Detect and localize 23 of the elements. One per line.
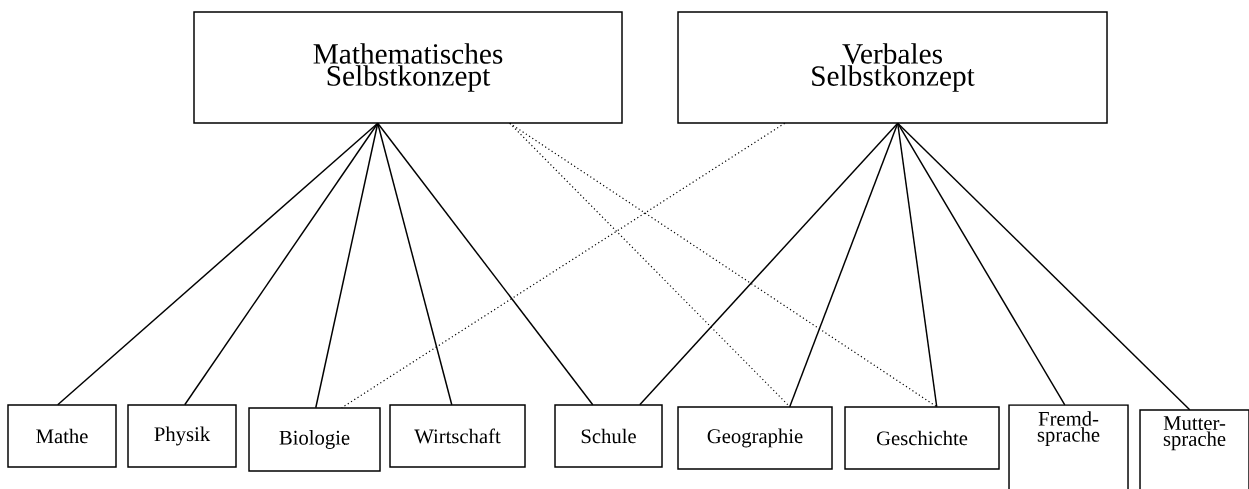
connector-line (377, 122, 453, 406)
connector-line (57, 122, 379, 406)
concept-box: Verbales Selbstkonzept (677, 11, 1108, 124)
subject-box: Wirtschaft (389, 404, 526, 468)
subject-box: Fremd- sprache (1008, 404, 1129, 489)
subject-box: Geschichte (844, 406, 1000, 470)
connector-line (789, 122, 899, 408)
connector-line (184, 122, 379, 406)
subject-box: Mathe (7, 404, 117, 468)
subject-box: Geographie (677, 406, 833, 470)
connector-line (639, 122, 899, 406)
concept-box: Mathematisches Selbstkonzept (193, 11, 623, 124)
subject-box: Schule (554, 404, 663, 468)
connector-line (341, 122, 786, 409)
connector-line (896, 122, 1191, 411)
connector-line (896, 122, 938, 408)
subject-box: Physik (127, 404, 237, 468)
subject-box: Mutter- sprache (1139, 409, 1249, 489)
connector-line (896, 122, 1066, 406)
subject-box: Biologie (248, 407, 381, 472)
connector-line (315, 122, 379, 409)
connector-line (377, 122, 594, 406)
connector-line (509, 122, 938, 408)
